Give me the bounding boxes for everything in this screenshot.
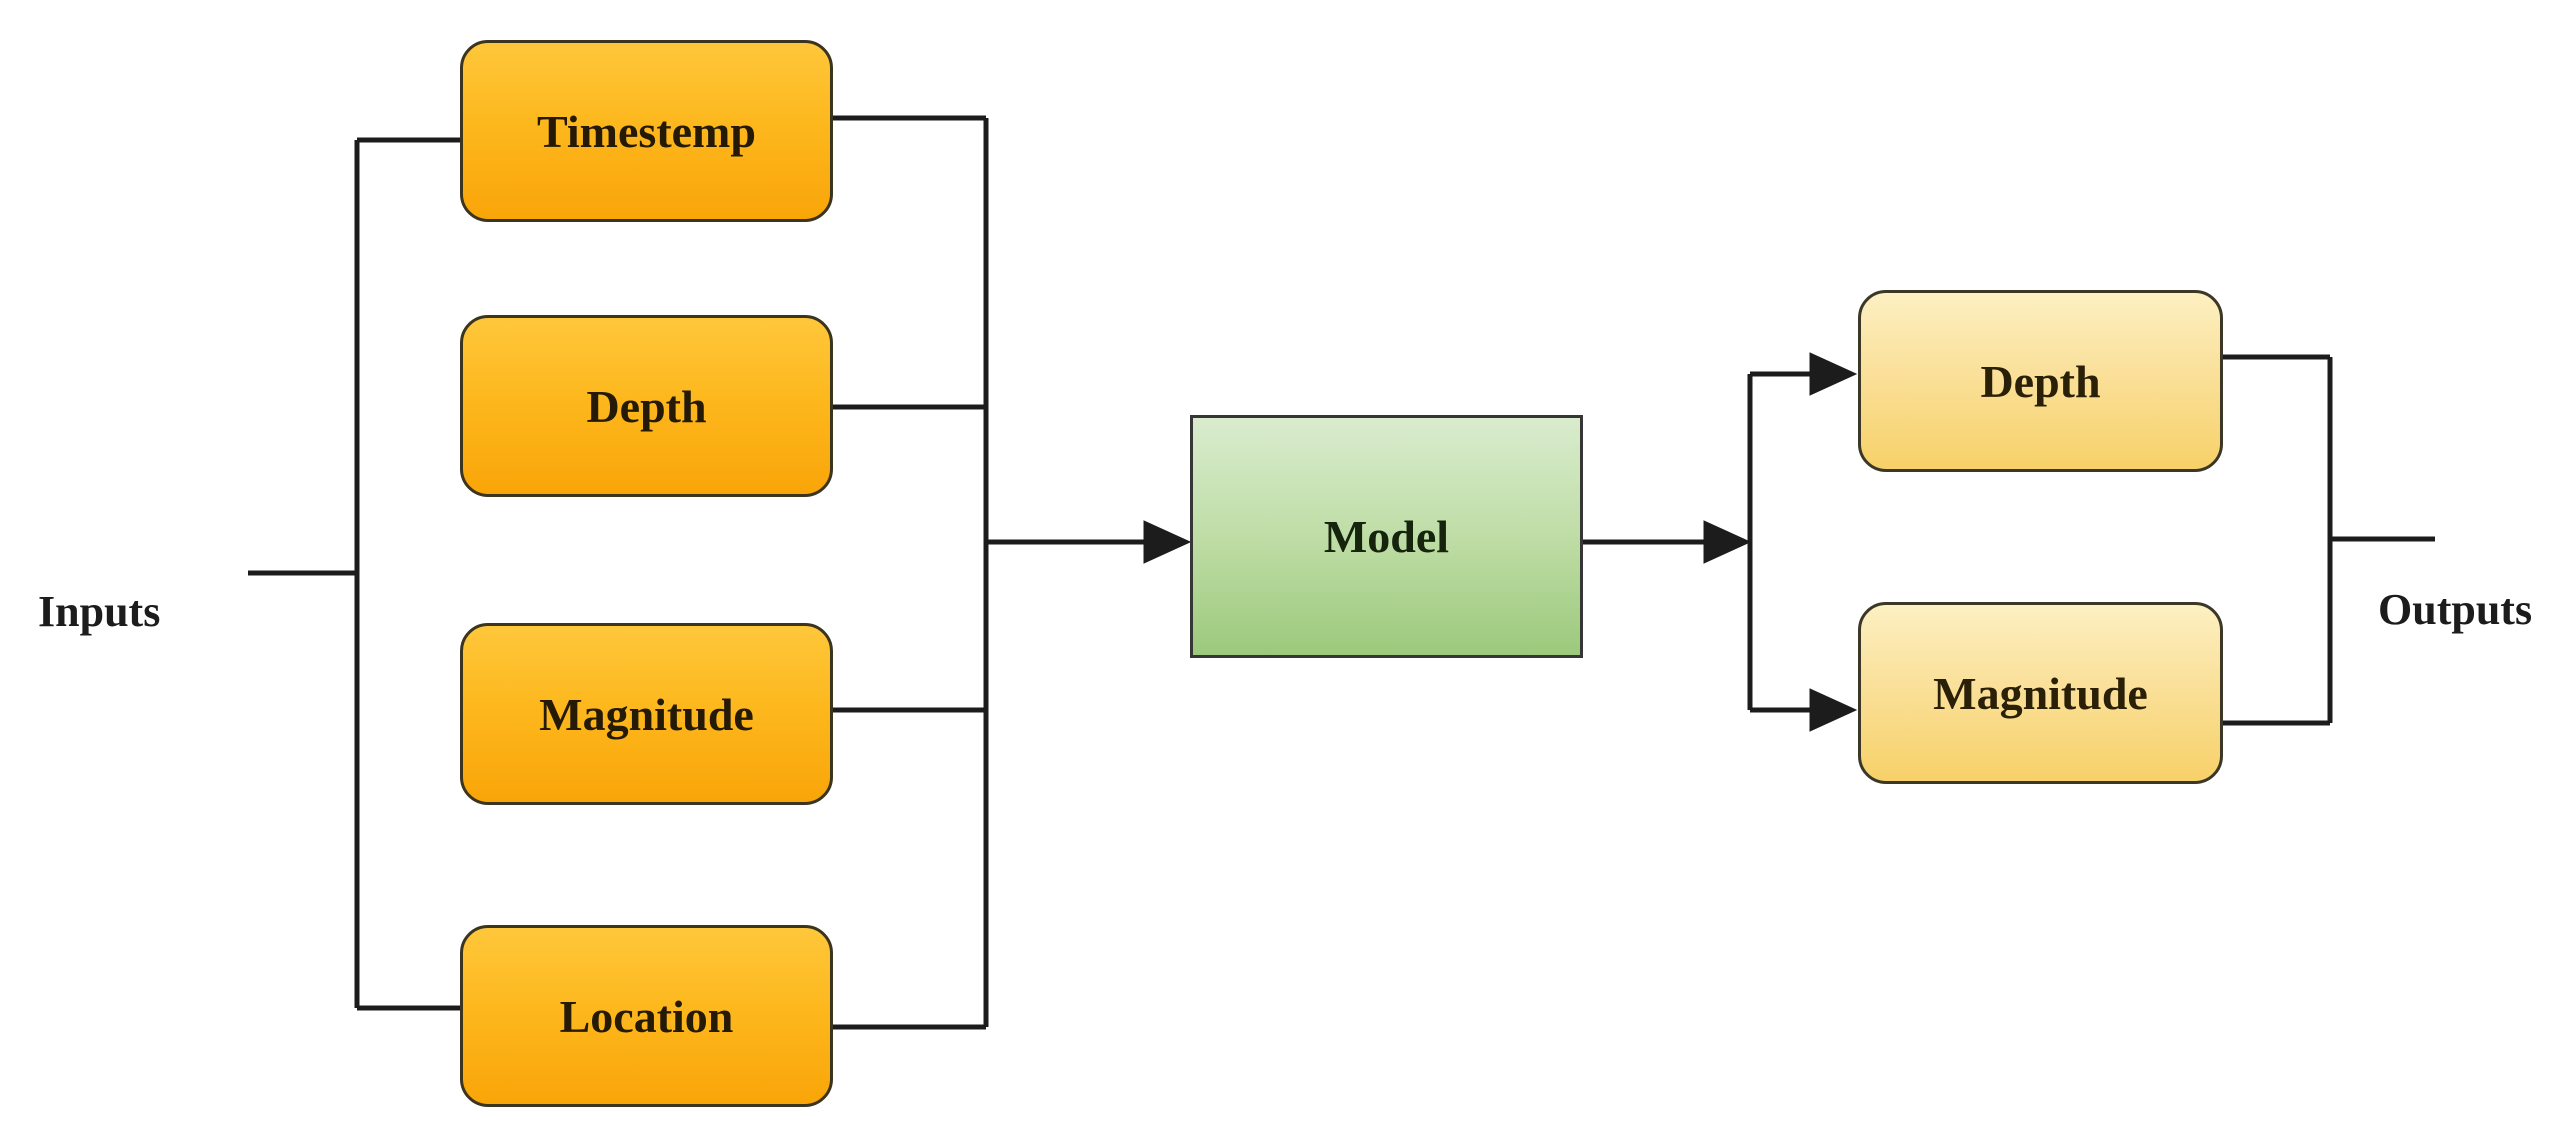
arrowhead-into-depth-output [1809, 352, 1858, 396]
node-input-timestemp: Timestemp [460, 40, 833, 222]
arrowhead-into-branch [1703, 520, 1752, 564]
inputs-label: Inputs [38, 587, 161, 636]
node-input-depth: Depth [460, 315, 833, 497]
node-label: Timestemp [537, 105, 756, 157]
node-input-location: Location [460, 925, 833, 1107]
node-label: Magnitude [539, 688, 754, 740]
node-label: Depth [586, 380, 707, 432]
node-output-magnitude: Magnitude [1858, 602, 2223, 784]
outputs-label: Outputs [2378, 585, 2533, 634]
arrowhead-into-magnitude-output [1809, 688, 1858, 732]
node-label: Depth [1980, 355, 2101, 407]
node-output-depth: Depth [1858, 290, 2223, 472]
node-label: Magnitude [1933, 667, 2148, 719]
node-label: Model [1323, 511, 1450, 562]
node-model: Model [1190, 415, 1583, 658]
arrowhead-into-model [1143, 520, 1192, 564]
node-label: Location [559, 990, 734, 1042]
node-input-magnitude: Magnitude [460, 623, 833, 805]
